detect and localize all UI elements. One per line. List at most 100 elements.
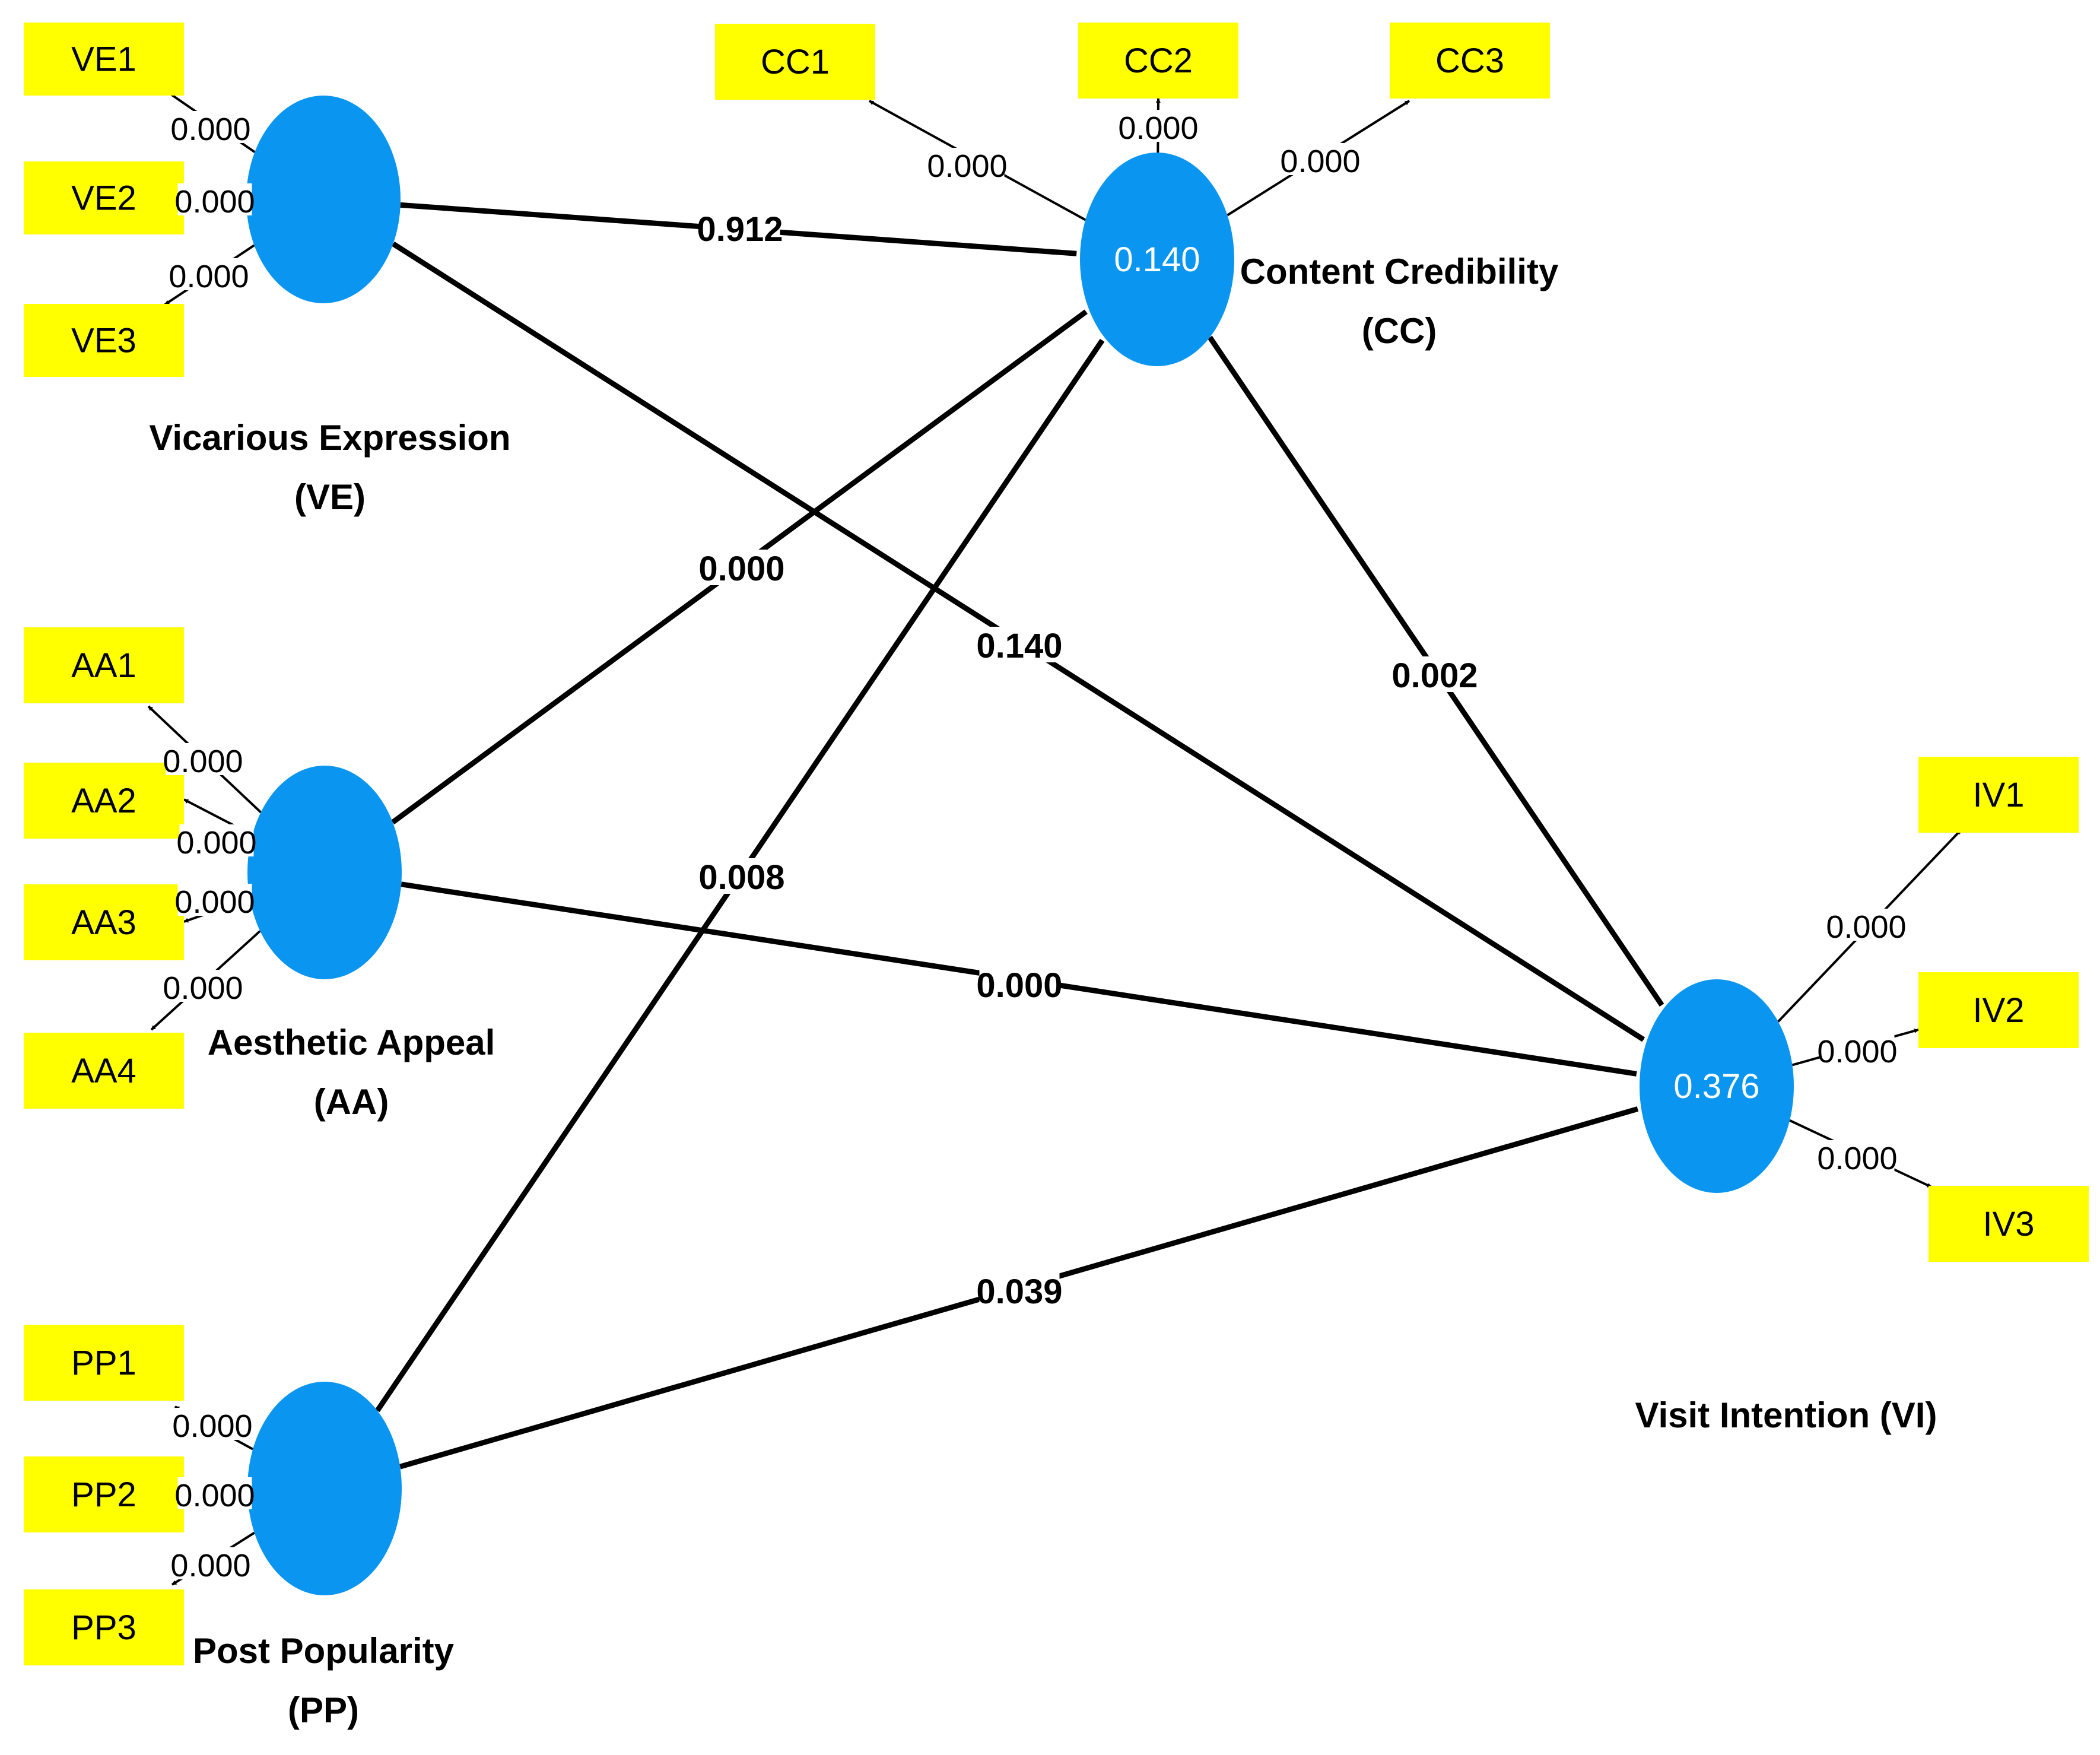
loading-value-ve1: 0.000 (170, 112, 250, 147)
indicator-box-pp2[interactable] (24, 1456, 184, 1532)
loading-value-aa1-bg (166, 743, 240, 775)
loading-value-ve2-bg (177, 183, 252, 215)
indicator-label-aa3: AA3 (71, 903, 136, 942)
loading-value-pp2-group: 0.000 (174, 1477, 255, 1513)
loading-value-pp2: 0.000 (174, 1478, 255, 1513)
path-coefficient-pp-vi-group: 0.039 (976, 1272, 1063, 1311)
loading-value-iv2-group: 0.000 (1817, 1033, 1898, 1069)
indicator-box-ve1[interactable] (24, 23, 184, 96)
indicator-label-iv3: IV3 (1983, 1205, 2034, 1243)
path-coefficient-cc-vi-group: 0.002 (1391, 656, 1478, 695)
loading-value-cc2: 0.000 (1118, 110, 1198, 146)
loading-value-pp1-group: 0.000 (172, 1408, 253, 1444)
loading-value-pp3-bg (173, 1547, 248, 1579)
indicator-label-iv1: IV1 (1972, 776, 2024, 814)
path-coefficient-aa-cc-group: 0.000 (698, 550, 785, 588)
loading-value-cc3-bg (1283, 143, 1358, 175)
construct-circle-cc[interactable] (1080, 153, 1234, 366)
loading-value-pp1: 0.000 (172, 1408, 252, 1444)
indicator-box-iv2[interactable] (1918, 972, 2079, 1048)
path-coefficient-ve-vi-bg (979, 627, 1060, 662)
loading-value-aa2-group: 0.000 (176, 824, 257, 861)
construct-circle-ve[interactable] (246, 96, 401, 303)
loading-value-aa3-group: 0.000 (174, 884, 255, 920)
loading-value-cc3-group: 0.000 (1280, 143, 1361, 179)
loading-value-iv1: 0.000 (1826, 909, 1906, 945)
path-coefficient-pp-vi-bg (979, 1272, 1060, 1308)
loading-value-cc3: 0.000 (1280, 144, 1360, 179)
path-coefficient-ve-cc: 0.912 (697, 210, 783, 249)
loading-value-ve2-group: 0.000 (174, 183, 255, 220)
construct-name-ve-line-2: (VE) (294, 477, 366, 517)
loading-value-iv2: 0.000 (1817, 1034, 1897, 1069)
indicator-box-aa1[interactable] (24, 627, 184, 703)
indicator-box-iv3[interactable] (1929, 1186, 2089, 1262)
loading-value-ve1-group: 0.000 (170, 111, 251, 147)
path-coefficient-pp-cc-group: 0.008 (698, 858, 785, 897)
indicator-box-aa4[interactable] (24, 1033, 184, 1109)
loading-value-iv3: 0.000 (1817, 1141, 1897, 1176)
indicator-box-cc2[interactable] (1078, 23, 1238, 99)
loading-value-iv3-group: 0.000 (1817, 1140, 1898, 1176)
path-coefficient-ve-cc-group: 0.912 (697, 210, 783, 249)
path-coefficient-aa-vi-group: 0.000 (976, 966, 1063, 1005)
construct-circle-aa[interactable] (247, 766, 402, 979)
indicator-box-iv1[interactable] (1918, 757, 2079, 833)
loading-value-aa4-group: 0.000 (163, 970, 243, 1006)
loading-value-cc1-group: 0.000 (927, 148, 1008, 184)
construct-name-pp-line-1: Post Popularity (193, 1631, 455, 1671)
indicator-label-ve3: VE3 (71, 322, 136, 360)
indicator-label-aa2: AA2 (71, 782, 136, 820)
loading-value-aa2: 0.000 (176, 825, 256, 861)
loading-value-ve1-bg (173, 111, 248, 143)
path-coefficient-ve-cc-bg (700, 210, 780, 246)
loading-value-cc2-group: 0.000 (1118, 110, 1199, 146)
loading-value-pp3-group: 0.000 (170, 1547, 251, 1583)
construct-r2-vi: 0.376 (1673, 1067, 1759, 1106)
indicator-label-ve2: VE2 (71, 179, 136, 218)
loading-value-aa1: 0.000 (163, 744, 243, 779)
loading-value-ve3: 0.000 (169, 259, 249, 294)
indicator-box-ve3[interactable] (24, 304, 184, 377)
loading-value-ve3-bg (171, 258, 246, 290)
path-coefficient-aa-cc-bg (701, 550, 782, 585)
path-coefficient-cc-vi: 0.002 (1391, 656, 1478, 695)
construct-name-pp-line-2: (PP) (288, 1690, 359, 1730)
indicator-box-aa3[interactable] (24, 884, 184, 960)
indicator-box-aa2[interactable] (24, 763, 184, 839)
loading-value-iv2-bg (1820, 1033, 1895, 1065)
loading-value-cc2-bg (1121, 110, 1196, 142)
path-coefficient-pp-cc: 0.008 (698, 858, 784, 897)
indicator-box-pp1[interactable] (24, 1325, 184, 1401)
construct-name-aa-line-2: (AA) (314, 1082, 389, 1122)
indicator-label-pp1: PP1 (71, 1344, 136, 1382)
loading-value-iv1-bg (1829, 909, 1904, 941)
construct-name-cc-line-1: Content Credibility (1240, 252, 1559, 291)
indicator-label-pp2: PP2 (71, 1475, 136, 1514)
loading-value-pp1-bg (175, 1408, 250, 1440)
indicator-box-pp3[interactable] (24, 1589, 184, 1665)
loading-value-pp2-bg (177, 1477, 252, 1509)
indicator-label-aa1: AA1 (71, 646, 136, 685)
indicator-label-ve1: VE1 (71, 40, 136, 79)
indicator-label-iv2: IV2 (1972, 991, 2024, 1030)
construct-name-ve-line-1: Vicarious Expression (149, 418, 510, 458)
indicator-box-cc1[interactable] (715, 24, 875, 100)
indicator-label-cc2: CC2 (1124, 42, 1193, 80)
path-coefficient-aa-vi-bg (979, 966, 1060, 1002)
indicator-box-cc3[interactable] (1390, 23, 1550, 99)
loading-value-aa1-group: 0.000 (163, 743, 243, 779)
loading-value-iv3-bg (1820, 1140, 1895, 1172)
path-coefficient-pp-vi: 0.039 (976, 1272, 1062, 1311)
path-coefficient-ve-vi-group: 0.140 (976, 627, 1063, 665)
indicator-label-cc3: CC3 (1435, 42, 1504, 80)
construct-name-vi-line-1: Visit Intention (VI) (1635, 1395, 1937, 1435)
indicator-label-pp3: PP3 (71, 1608, 136, 1647)
construct-circle-vi[interactable] (1640, 979, 1794, 1193)
construct-circle-pp[interactable] (247, 1382, 402, 1595)
path-coefficient-pp-cc-bg (701, 858, 782, 894)
indicator-box-ve2[interactable] (24, 161, 184, 234)
path-coefficient-aa-cc: 0.000 (698, 550, 784, 588)
loading-value-aa4: 0.000 (163, 970, 243, 1006)
